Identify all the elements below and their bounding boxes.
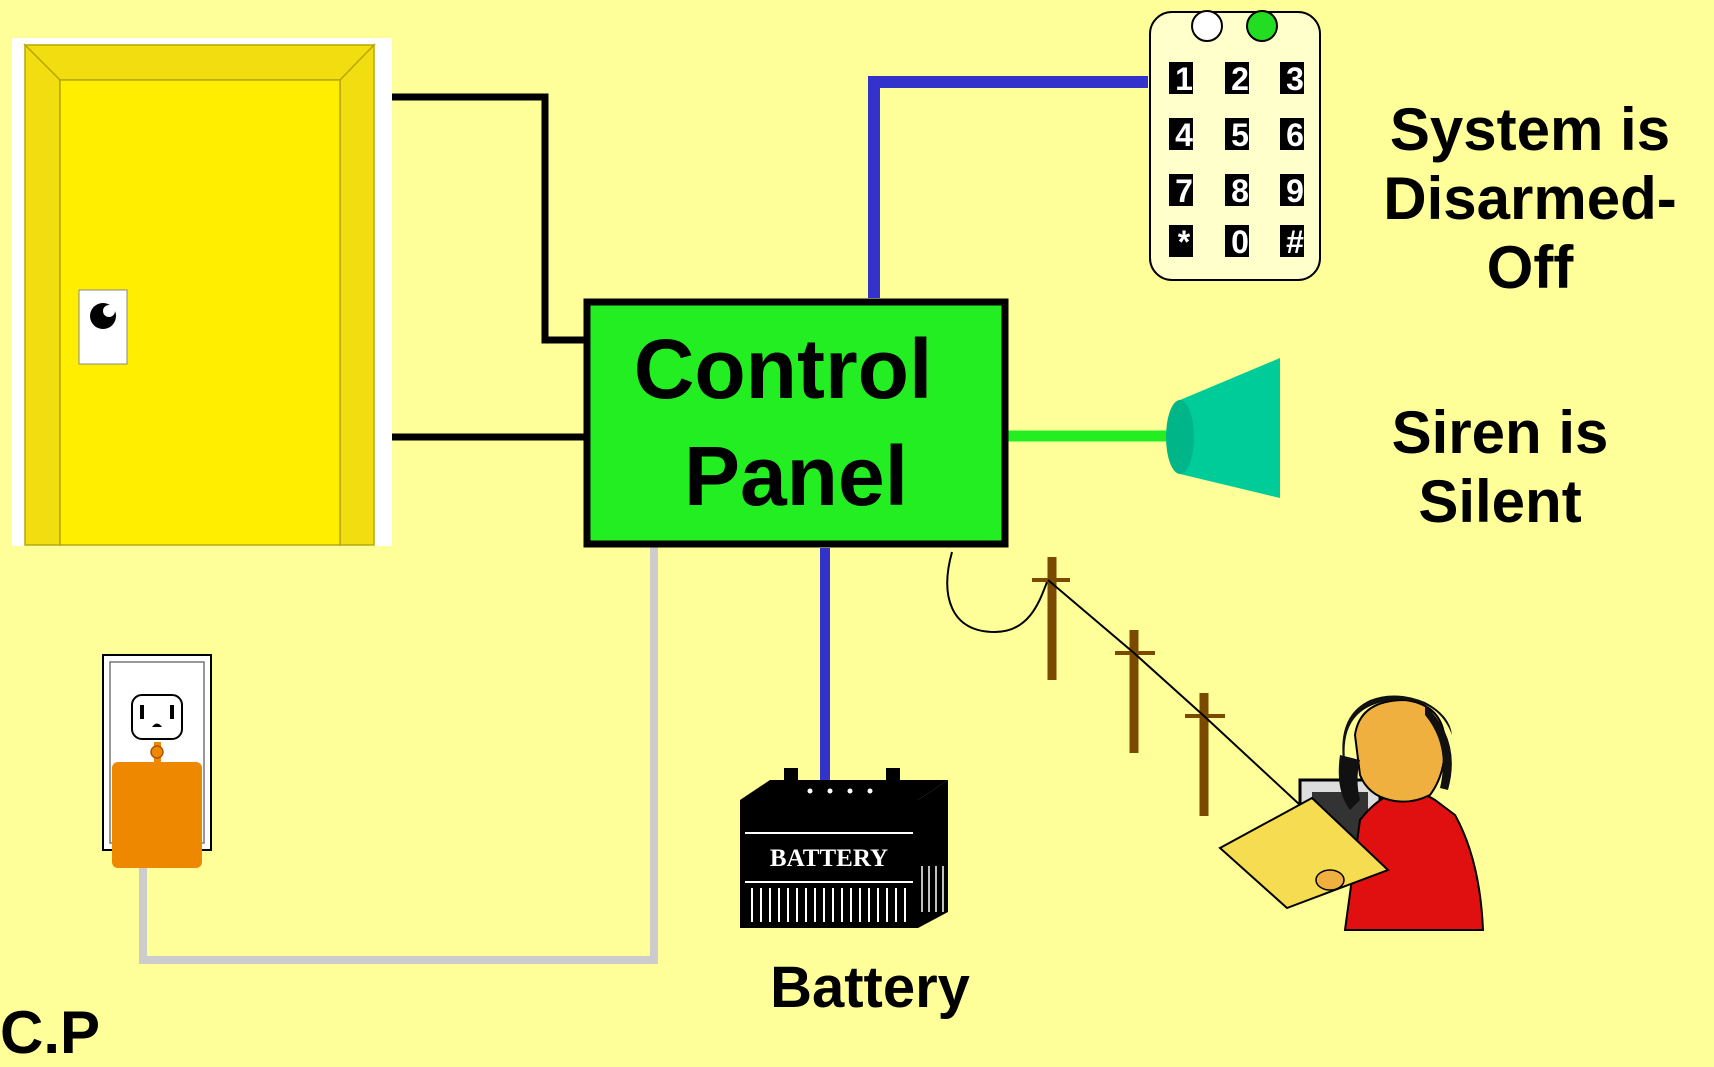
- keypad-key-label: 0: [1231, 224, 1249, 260]
- control-panel-line2: Panel: [684, 429, 908, 523]
- keypad-key-label: 9: [1286, 173, 1304, 209]
- battery-icon: BATTERY: [740, 768, 948, 928]
- keypad-key-label: 7: [1175, 173, 1193, 209]
- keypad-key-label: 4: [1175, 117, 1193, 153]
- security-system-diagram: Control Panel 1 2 3 4 5 6 7 8 9 * 0 #: [12, 10, 1485, 964]
- status-led-off-icon: [1191, 10, 1223, 42]
- control-panel-line1: Control: [634, 322, 933, 416]
- telephone-poles: [1032, 557, 1301, 816]
- battery-caption: Battery: [770, 955, 970, 1020]
- door: [12, 38, 392, 546]
- phone-line-loop: [946, 551, 1048, 634]
- control-panel: Control Panel: [583, 298, 1009, 548]
- keypad-key[interactable]: [1225, 225, 1249, 257]
- keypad-key[interactable]: [1280, 225, 1304, 257]
- keypad-key[interactable]: [1169, 174, 1193, 206]
- keypad-key-label: 1: [1175, 61, 1193, 97]
- keypad-key-label: 8: [1231, 173, 1249, 209]
- power-transformer: [112, 742, 202, 868]
- keypad-key[interactable]: [1169, 225, 1193, 257]
- siren-icon: [1166, 358, 1280, 498]
- keypad: 1 2 3 4 5 6 7 8 9 * 0 #: [1149, 10, 1321, 281]
- keypad-key[interactable]: [1225, 118, 1249, 150]
- keypad-key-label: 3: [1286, 61, 1304, 97]
- keypad-key-label: #: [1286, 224, 1304, 260]
- keypad-key[interactable]: [1280, 62, 1304, 94]
- door-contact-wires: [355, 93, 610, 441]
- keypad-key[interactable]: [1225, 62, 1249, 94]
- keypad-key[interactable]: [1225, 174, 1249, 206]
- system-status-text: System is Disarmed- Off: [1383, 96, 1677, 301]
- keypad-key-label: 2: [1231, 61, 1249, 97]
- keypad-key[interactable]: [1169, 62, 1193, 94]
- keypad-key[interactable]: [1169, 118, 1193, 150]
- keypad-key-label: *: [1178, 224, 1191, 260]
- battery-label: BATTERY: [770, 845, 888, 872]
- monitoring-operator-icon: [1218, 695, 1485, 931]
- power-wire: [139, 542, 658, 964]
- keypad-wire: [868, 76, 1148, 298]
- status-led-on-icon: [1246, 10, 1278, 42]
- siren-status-text: Siren is Silent: [1391, 399, 1609, 535]
- keypad-key[interactable]: [1280, 174, 1304, 206]
- keypad-key-label: 6: [1286, 117, 1304, 153]
- keypad-key[interactable]: [1280, 118, 1304, 150]
- keypad-key-label: 5: [1231, 117, 1249, 153]
- ac-power-caption: C.P: [0, 999, 101, 1066]
